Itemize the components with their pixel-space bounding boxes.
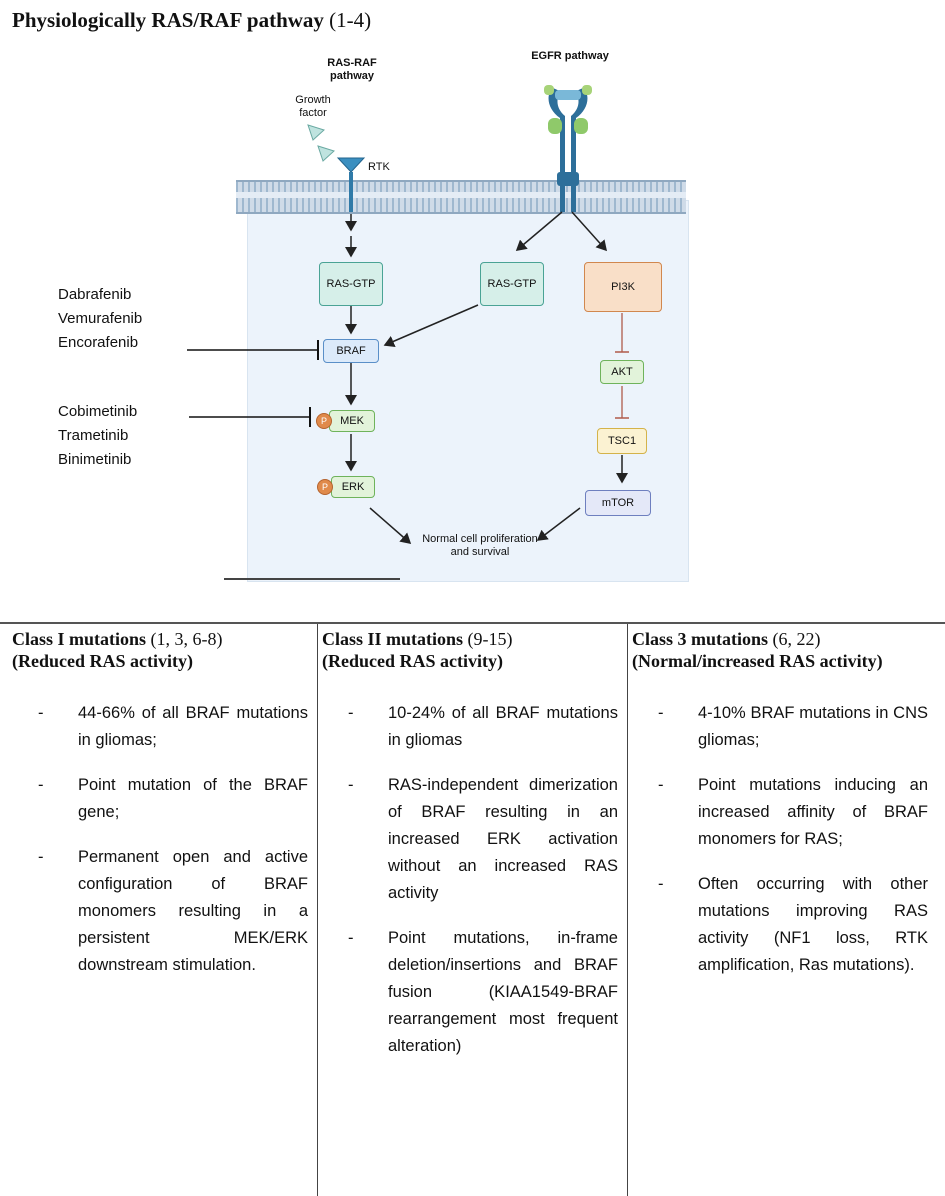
list-item: -Point mutations, in-frame deletion/inse… bbox=[348, 929, 618, 1055]
drug-dabrafenib: Dabrafenib bbox=[58, 286, 132, 303]
erk-node: ERK bbox=[331, 476, 375, 498]
page-title: Physiologically RAS/RAF pathway (1-4) bbox=[12, 8, 371, 33]
class-3-subheading: (Normal/increased RAS activity) bbox=[632, 651, 883, 671]
class-1-heading: Class I mutations (1, 3, 6-8) bbox=[12, 629, 223, 649]
egfr-receptor-icon bbox=[544, 85, 592, 212]
class-1-list: -44-66% of all BRAF mutations in gliomas… bbox=[12, 700, 308, 979]
list-item: -10-24% of all BRAF mutations in gliomas bbox=[348, 704, 618, 749]
list-item: -Permanent open and active configuration… bbox=[38, 848, 308, 974]
mek-node: MEK bbox=[329, 410, 375, 432]
drug-cobimetinib: Cobimetinib bbox=[58, 403, 138, 420]
class-3-column: Class 3 mutations (6, 22) (Normal/increa… bbox=[632, 624, 928, 1196]
list-item: -Point mutations inducing an increased a… bbox=[658, 776, 928, 848]
cell-membrane bbox=[236, 180, 686, 214]
title-refs: (1-4) bbox=[329, 8, 372, 32]
column-divider bbox=[627, 624, 628, 1196]
akt-node: AKT bbox=[600, 360, 644, 384]
drug-encorafenib: Encorafenib bbox=[58, 334, 139, 351]
class-2-column: Class II mutations (9-15) (Reduced RAS a… bbox=[322, 624, 618, 1196]
growth-factor-icon-2 bbox=[317, 145, 335, 162]
drug-vemurafenib: Vemurafenib bbox=[58, 310, 143, 327]
pi3k-node: PI3K bbox=[584, 262, 662, 312]
phospho-mek-icon: P bbox=[316, 413, 332, 429]
egfr-pathway-label: EGFR pathway bbox=[531, 50, 609, 62]
list-item: -RAS-independent dimerization of BRAF re… bbox=[348, 776, 618, 902]
list-item: -4-10% BRAF mutations in CNS gliomas; bbox=[658, 704, 928, 749]
growth-factor-icon bbox=[307, 124, 325, 141]
tsc1-node: TSC1 bbox=[597, 428, 647, 454]
growth-factor-label: Growth factor bbox=[295, 94, 331, 119]
mtor-node: mTOR bbox=[585, 490, 651, 516]
braf-inhibitor-list: Dabrafenib Vemurafenib Encorafenib bbox=[58, 283, 142, 355]
braf-node: BRAF bbox=[323, 339, 379, 363]
class-3-list: -4-10% BRAF mutations in CNS gliomas; -P… bbox=[632, 700, 928, 979]
mek-inhibitor-list: Cobimetinib Trametinib Binimetinib bbox=[58, 400, 137, 472]
outcome-label: Normal cell proliferation and survival bbox=[422, 533, 538, 558]
pathway-diagram bbox=[187, 85, 629, 580]
ras-gtp-right-node: RAS-GTP bbox=[480, 262, 544, 306]
column-divider bbox=[317, 624, 318, 1196]
class-3-heading: Class 3 mutations (6, 22) bbox=[632, 629, 821, 649]
list-item: -Often occurring with other mutations im… bbox=[658, 875, 928, 974]
drug-binimetinib: Binimetinib bbox=[58, 451, 132, 468]
table-top-border bbox=[0, 622, 945, 624]
class-2-heading: Class II mutations (9-15) bbox=[322, 629, 513, 649]
class-1-subheading: (Reduced RAS activity) bbox=[12, 651, 193, 671]
class-1-column: Class I mutations (1, 3, 6-8) (Reduced R… bbox=[12, 624, 308, 1196]
phospho-erk-icon: P bbox=[317, 479, 333, 495]
class-2-subheading: (Reduced RAS activity) bbox=[322, 651, 503, 671]
ras-raf-pathway-label: RAS-RAF pathway bbox=[327, 57, 377, 82]
rtk-receptor-icon bbox=[336, 157, 366, 212]
ras-gtp-left-node: RAS-GTP bbox=[319, 262, 383, 306]
title-main: Physiologically RAS/RAF pathway bbox=[12, 8, 324, 32]
class-2-list: -10-24% of all BRAF mutations in gliomas… bbox=[322, 700, 618, 1060]
list-item: -44-66% of all BRAF mutations in gliomas… bbox=[38, 704, 308, 749]
drug-trametinib: Trametinib bbox=[58, 427, 129, 444]
list-item: -Point mutation of the BRAF gene; bbox=[38, 776, 308, 821]
rtk-label: RTK bbox=[368, 161, 390, 173]
